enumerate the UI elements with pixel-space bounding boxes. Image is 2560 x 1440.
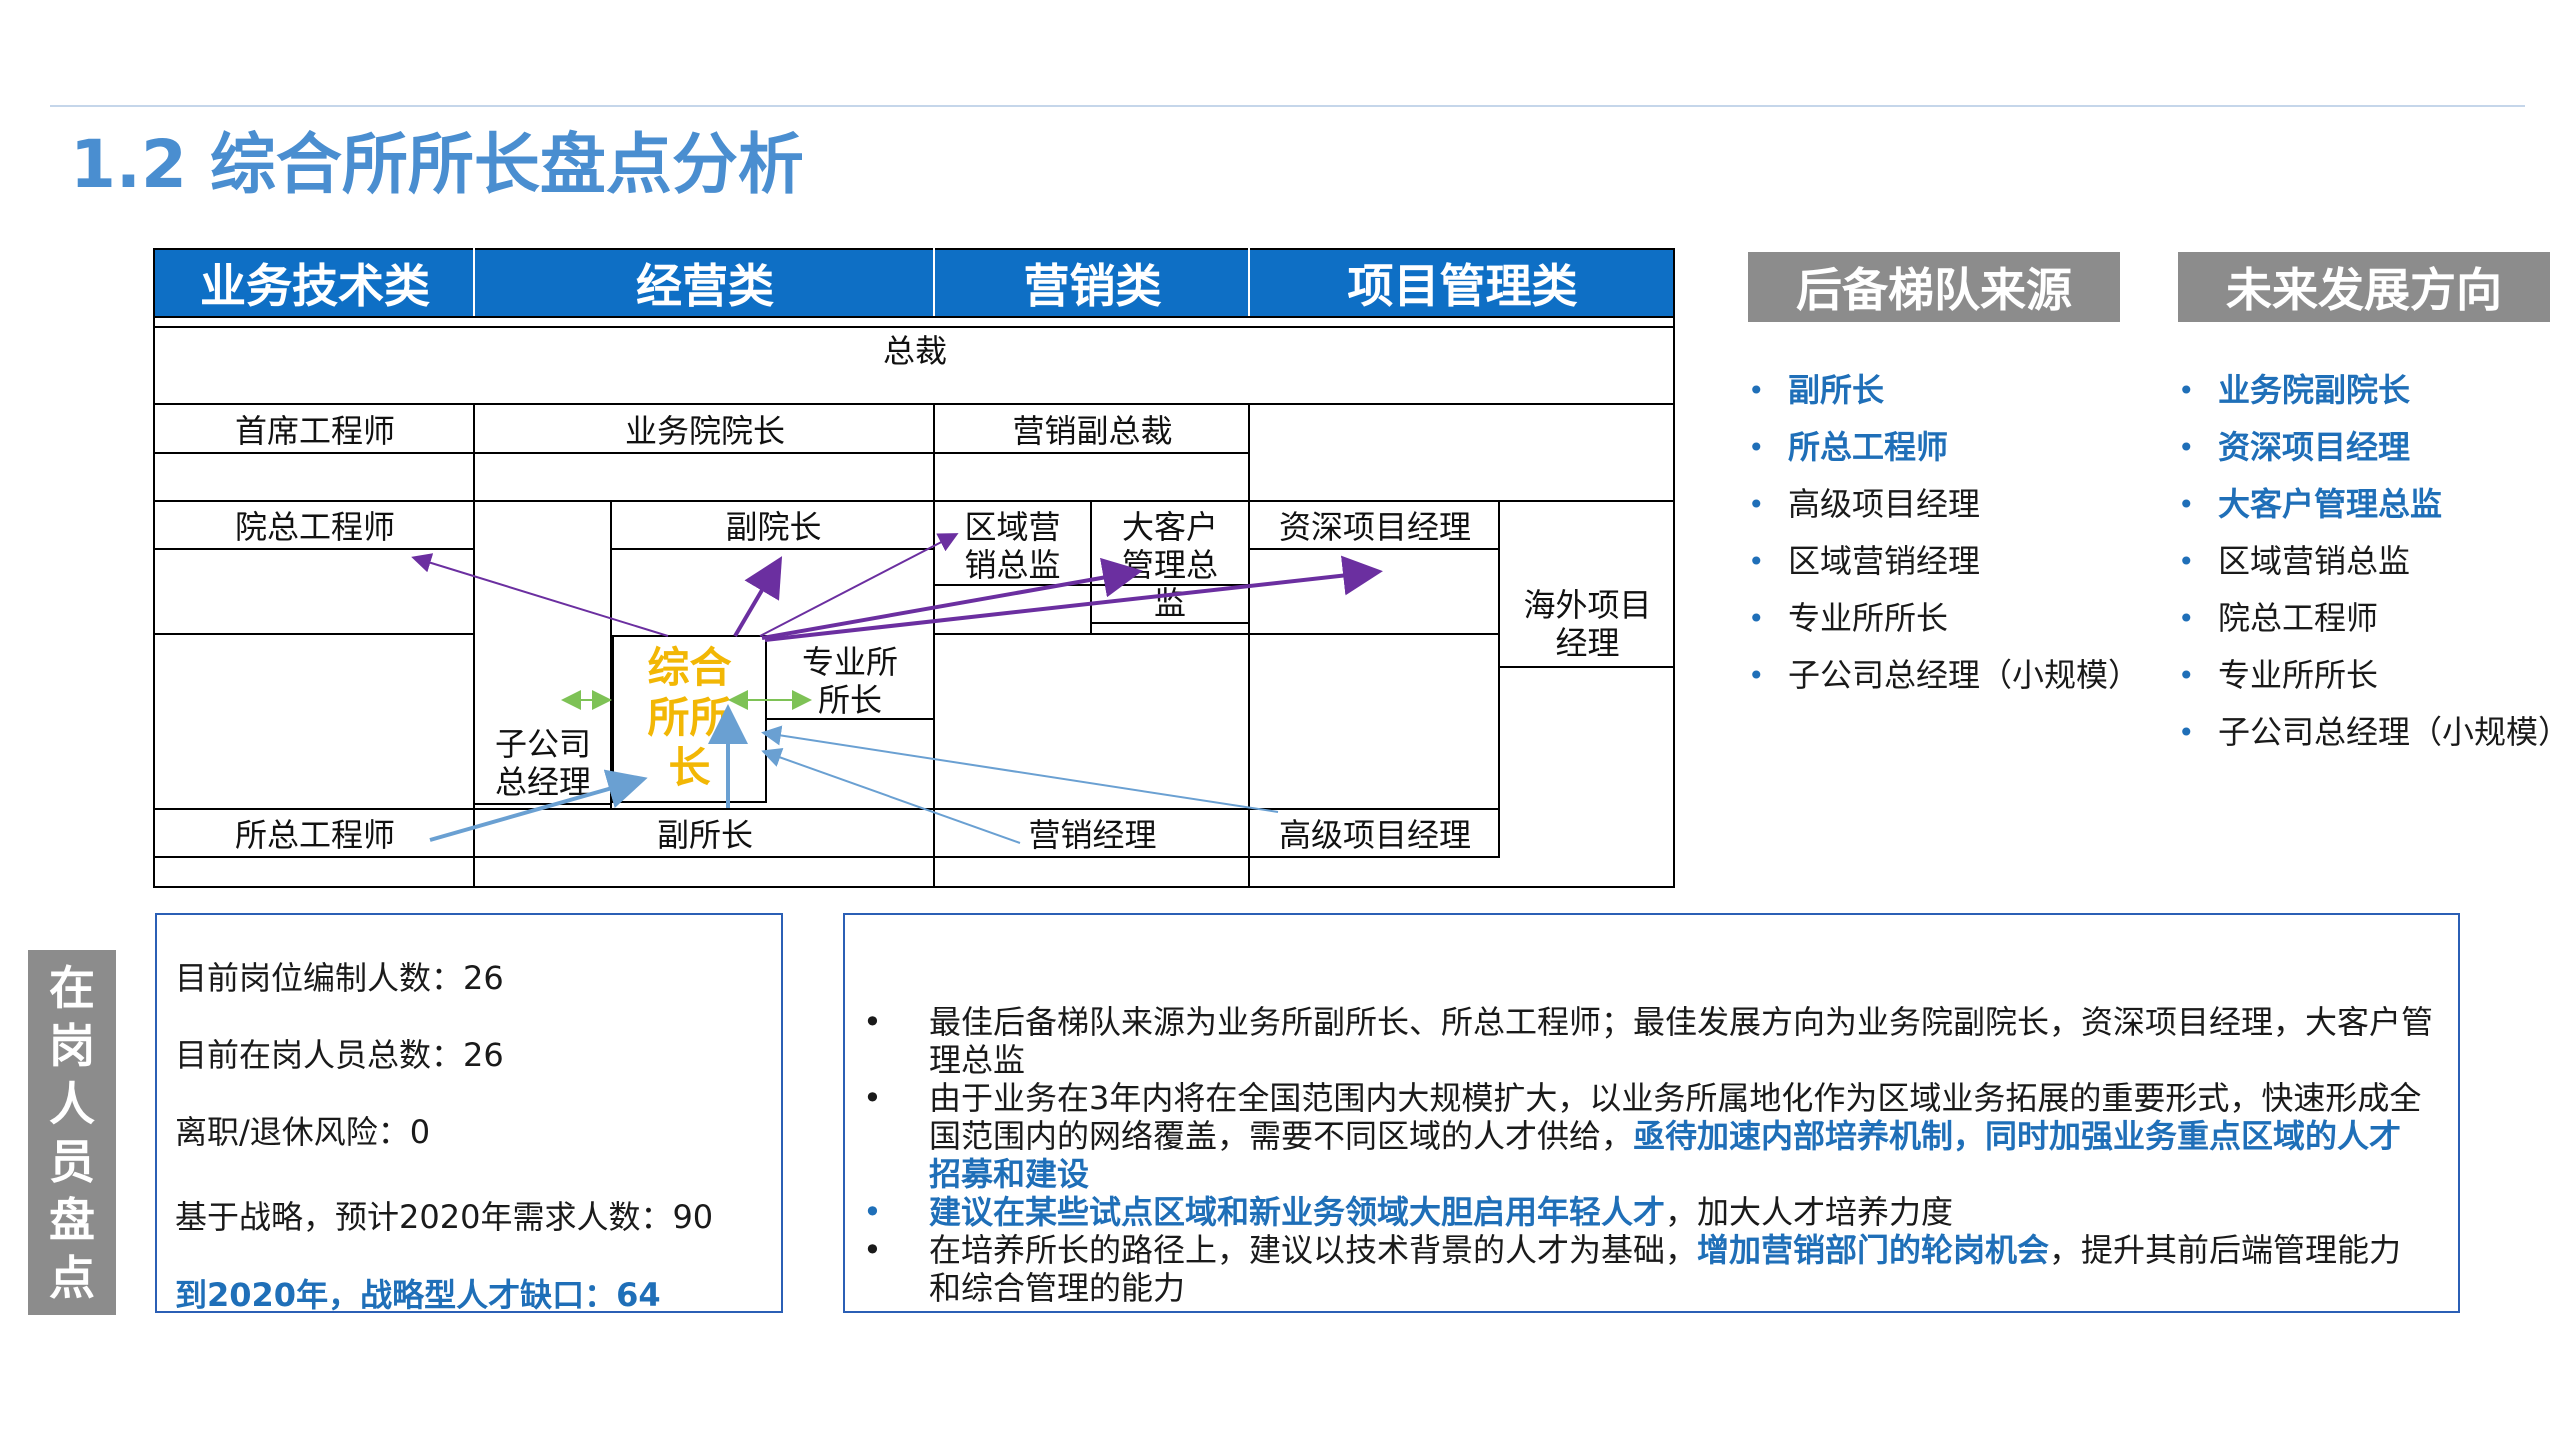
marketing-vp-cell: 营销副总裁 (1012, 412, 1173, 450)
list-item: •副所长 (1748, 371, 1885, 409)
header-sep (1248, 248, 1250, 316)
regional-marketing-director-cell: 区域营 销总监 (964, 508, 1061, 584)
reserve-source-list: •副所长 •所总工程师 •高级项目经理 •区域营销经理 •专业所所长 •子公司总… (1748, 362, 2140, 704)
stat-talent-gap: 到2020年，战略型人才缺口：64 (175, 1276, 661, 1314)
ceo-cell: 总裁 (882, 332, 947, 370)
list-item: •高级项目经理 (1748, 485, 1981, 523)
grid-line (155, 326, 1675, 328)
grid-line (155, 500, 1675, 502)
key-account-director-cell: 大客户 管理总 监 (1121, 508, 1218, 622)
overseas-pm-cell: 海外项目 经理 (1523, 586, 1652, 662)
header-project: 项目管理类 (1250, 250, 1675, 316)
arrow-from-senior-pm (761, 725, 1279, 813)
marketing-manager-cell: 营销经理 (1028, 816, 1157, 854)
grid-line (933, 403, 935, 888)
header-business: 经营类 (475, 250, 935, 316)
senior-pm-cell: 资深项目经理 (1278, 508, 1471, 546)
staff-inventory-label: 在 岗 人 员 盘 点 (28, 950, 116, 1315)
future-direction-list: •业务院副院长 •资深项目经理 •大客户管理总监 •区域营销总监 •院总工程师 … (2178, 362, 2560, 761)
arrow-to-institute-chief-engineer (411, 553, 669, 637)
arrow-to-deputy-director (733, 556, 783, 638)
grid-line (155, 548, 475, 550)
list-item: •子公司总经理（小规模） (1748, 656, 2141, 694)
grid-line (155, 633, 475, 635)
summary-bullet-3: • 建议在某些试点区域和新业务领域大胆启用年轻人才，加大人才培养力度 (863, 1193, 1954, 1231)
grid-line (475, 803, 612, 805)
list-item: •子公司总经理（小规模） (2178, 713, 2560, 751)
integrated-office-head-label: 综合 所所 长 (647, 643, 732, 792)
list-item: •区域营销总监 (2178, 542, 2411, 580)
summary-bullet-2: • 由于业务在3年内将在全国范围内大规模扩大，以业务所属地化作为区域业务拓展的重… (863, 1079, 2422, 1193)
stat-turnover-risk: 离职/退休风险：0 (175, 1113, 431, 1151)
grid-line (612, 548, 935, 550)
arrow-to-regional-marketing-director (759, 533, 959, 637)
header-marketing: 营销类 (935, 250, 1250, 316)
future-direction-header: 未来发展方向 (2178, 252, 2550, 322)
summary-box: • 最佳后备梯队来源为业务所副所长、所总工程师；最佳发展方向为业务院副院长，资深… (843, 913, 2460, 1313)
specialist-office-head-cell: 专业所 所长 (801, 643, 898, 719)
header-sep (473, 248, 475, 316)
frame-line (1673, 248, 1675, 888)
stat-2020-demand: 基于战略，预计2020年需求人数：90 (175, 1198, 714, 1236)
institute-chief-engineer-cell: 院总工程师 (234, 508, 395, 546)
subsidiary-gm-cell: 子公司 总经理 (494, 725, 591, 801)
list-item: •专业所所长 (1748, 599, 1949, 637)
senior-pm-bottom-cell: 高级项目经理 (1278, 816, 1471, 854)
grid-line (935, 633, 1500, 635)
grid-line (1500, 666, 1675, 668)
frame-line (155, 886, 1675, 888)
summary-bullet-1: • 最佳后备梯队来源为业务所副所长、所总工程师；最佳发展方向为业务院副院长，资深… (863, 1003, 2434, 1079)
frame-line (155, 248, 1675, 250)
frame-line (153, 248, 155, 888)
list-item: •资深项目经理 (2178, 428, 2411, 466)
grid-line (155, 808, 1500, 810)
staff-stats-box: 目前岗位编制人数：26 目前在岗人员总数：26 离职/退休风险：0 基于战略，预… (155, 913, 783, 1314)
stat-headcount-quota: 目前岗位编制人数：26 (175, 959, 504, 997)
stat-current-staff: 目前在岗人员总数：26 (175, 1036, 504, 1074)
list-item: •专业所所长 (2178, 656, 2379, 694)
summary-bullet-4: • 在培养所长的路径上，建议以技术背景的人才为基础，增加营销部门的轮岗机会，提升… (863, 1231, 2402, 1307)
chief-engineer-cell: 首席工程师 (234, 412, 395, 450)
list-item: •区域营销经理 (1748, 542, 1981, 580)
grid-line (610, 500, 612, 808)
list-item: •院总工程师 (2178, 599, 2379, 637)
page-title: 1.2 综合所所长盘点分析 (70, 126, 804, 203)
grid-line (1250, 548, 1500, 550)
integrated-office-head-box: 综合 所所 长 (612, 635, 767, 803)
list-item: •大客户管理总监 (2178, 485, 2443, 523)
header-sep (933, 248, 935, 316)
grid-line (155, 452, 1250, 454)
staff-inventory-label-text: 在 岗 人 员 盘 点 (49, 960, 95, 1305)
deputy-office-head-cell: 副所长 (656, 816, 753, 854)
grid-line (473, 403, 475, 888)
institute-director-cell: 业务院院长 (624, 412, 785, 450)
grid-line (155, 403, 1675, 405)
list-item: •业务院副院长 (2178, 371, 2411, 409)
deputy-director-cell: 副院长 (725, 508, 822, 546)
reserve-source-header: 后备梯队来源 (1748, 252, 2120, 322)
office-chief-engineer-cell: 所总工程师 (234, 816, 395, 854)
grid-line (1090, 622, 1250, 624)
title-divider (50, 105, 2525, 107)
grid-line (1498, 500, 1500, 856)
header-tech: 业务技术类 (155, 250, 475, 316)
grid-line (1248, 403, 1250, 888)
grid-line (1090, 500, 1092, 633)
grid-line (155, 856, 1500, 858)
list-item: •所总工程师 (1748, 428, 1949, 466)
grid-line (767, 718, 935, 720)
grid-line (155, 316, 1675, 318)
